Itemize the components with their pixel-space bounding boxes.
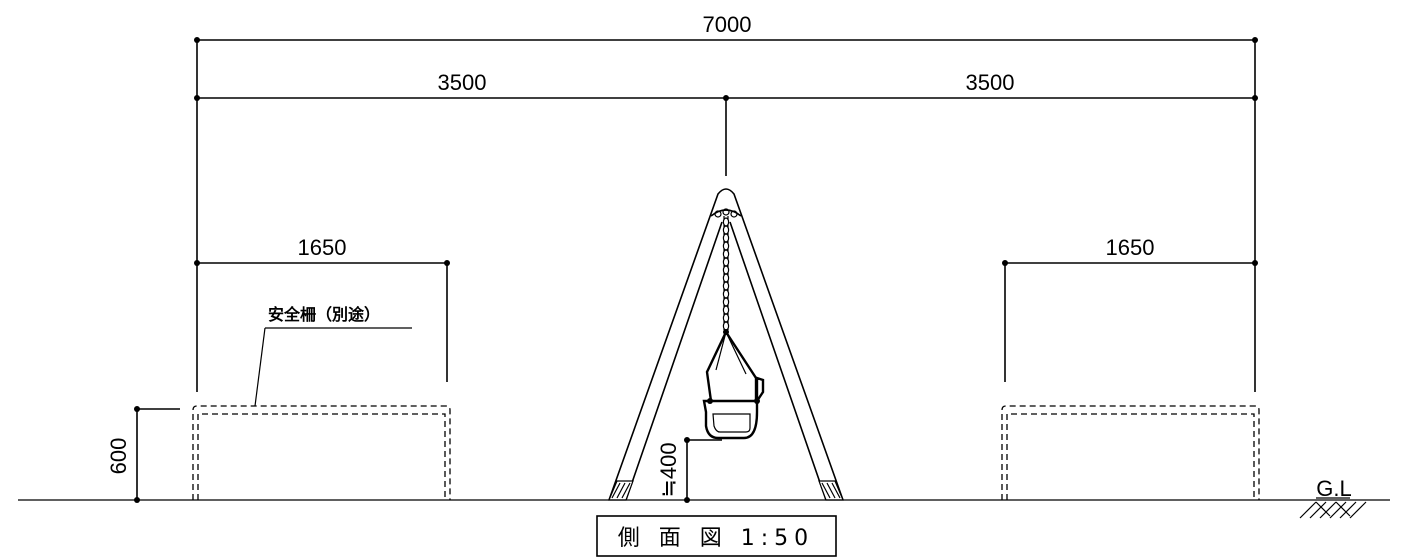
chain-link (722, 297, 730, 307)
dimension-overall-label: 7000 (703, 12, 752, 37)
chain-link (722, 281, 730, 291)
chain-link (722, 257, 730, 267)
safety-fence-right (1001, 405, 1260, 500)
dimension-fence-left-label: 1650 (298, 235, 347, 260)
swing-chain (714, 208, 738, 335)
dimension-half-right-label: 3500 (966, 70, 1015, 95)
leg-foot-right (818, 480, 844, 501)
safety-fence-note: 安全柵（別途） (254, 305, 412, 407)
title-block: 側 面 図 1:50 (596, 515, 837, 557)
chain-link (722, 249, 730, 259)
safety-fence-label: 安全柵（別途） (268, 305, 380, 324)
dimension-halves: 3500 3500 (194, 70, 1258, 176)
dimension-fence-height: 600 (106, 406, 180, 503)
chain-link (722, 273, 730, 283)
dimension-fence-right: 1650 (1002, 235, 1258, 382)
ground-line-label: G.L (1316, 476, 1351, 501)
chain-link (722, 241, 730, 251)
chain-link (722, 265, 730, 275)
dimension-fence-height-label: 600 (106, 438, 131, 475)
chain-link (722, 233, 730, 243)
drawing-title: 側 面 図 1:50 (618, 526, 814, 551)
chain-link (722, 225, 730, 235)
chain-link (722, 305, 730, 315)
leg-foot-left (608, 480, 634, 501)
chain-link (722, 321, 730, 331)
chain-link (722, 313, 730, 323)
dimension-fence-left: 1650 (194, 235, 450, 382)
dimension-half-left-label: 3500 (438, 70, 487, 95)
chain-link (722, 289, 730, 299)
ground-hatch-icon (1299, 501, 1367, 519)
swing-frame (608, 188, 844, 501)
safety-fence-left (192, 405, 451, 500)
dimension-seat-height: ≒400 (656, 437, 722, 503)
chain-link (722, 217, 730, 227)
ground-line: G.L (18, 476, 1390, 519)
swing-seat (702, 331, 765, 440)
dimension-seat-height-label: ≒400 (656, 442, 681, 497)
dimension-fence-right-label: 1650 (1106, 235, 1155, 260)
